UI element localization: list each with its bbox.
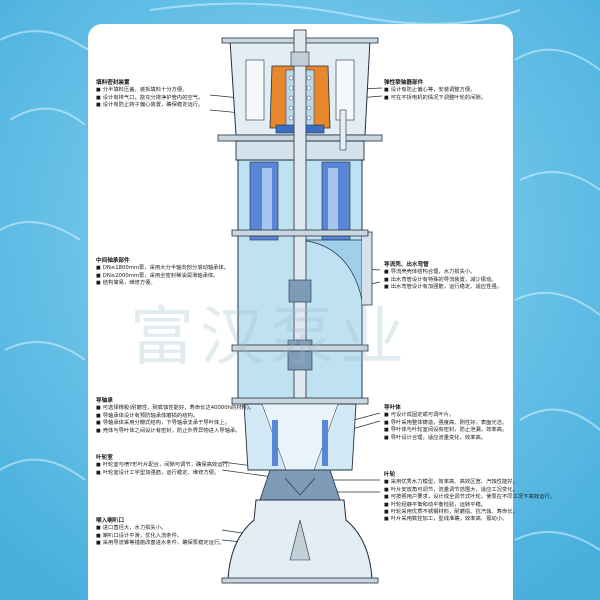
callout-item: 可选择橡胶(耐磨性、耐腐蚀性能好，寿命长达40000h的材料)。 (96, 405, 254, 412)
callout-item: 导轴承体设计有预防轴承体磨损的结构。 (96, 413, 241, 420)
callout-item: 可在不拆电机的情况下调整叶轮的间隙。 (384, 95, 508, 102)
callout-item: 叶轮室与喷Y形叶片配合，间隙可调节，确保高效运行。 (96, 462, 233, 469)
callout-item: 可按照用户要求，设计成全调节式叶轮，使泵在不同工况下高效运行。 (384, 494, 555, 501)
callout-intermediate-bearing: 中间轴承部件 DN≤1800mm泵，采用大分半轴向剖分滚动轴承体。 DN≥200… (96, 258, 241, 288)
callout-item: DN≤1800mm泵，采用大分半轴向剖分滚动轴承体。 (96, 265, 241, 272)
callout-item: 出水弯管设计有加强筋，运行稳定、适应性强。 (384, 284, 508, 291)
callout-title: 喉入喇叭口 (96, 518, 124, 524)
callout-item: 导叶体与叶轮室间设有密封，防止泄漏，效率高。 (384, 427, 508, 434)
callout-item: 导流壳壳体结构合理，水力损失小。 (384, 269, 508, 276)
callout-item: 叶轮采用优质不锈钢材料，耐磨损、抗汽蚀、寿命长。 (384, 509, 518, 516)
callout-title: 导叶体 (384, 405, 401, 411)
callout-title: 叶轮 (384, 472, 396, 478)
callout-item: 导叶设计合理，适应流量变化，效率高。 (384, 435, 508, 442)
callout-item: 分半填料压盖，装拆填料十分方便。 (96, 87, 216, 94)
callout-suction-bell: 喉入喇叭口 进口直径大，水力损失小。 喇叭口设计平滑，优化入流条件。 采用导流锥… (96, 518, 225, 548)
callout-item: 叶片采用数控加工，型线准确，效率高、振动小。 (384, 516, 508, 523)
callout-guide-vane: 导叶体 可设计成固定或可调叶片。 导叶采用整体铸造，强度高、刚性好，表面光洁。 … (384, 405, 508, 442)
callout-title: 中间轴承部件 (96, 258, 130, 264)
callout-item: 进口直径大，水力损失小。 (96, 525, 218, 532)
callout-item: 叶轮经静平衡和动平衡检验，运转平稳。 (384, 502, 508, 509)
callout-title: 导流壳、出水弯管 (384, 262, 429, 268)
callout-item: 壳体与导叶体之间设计有密封，防止外界异物进入导轴承。 (96, 428, 241, 435)
callout-item: 可设计成固定或可调叶片。 (384, 412, 508, 419)
callout-item: 设计有防止偏心等，安装调整方便。 (384, 87, 508, 94)
callout-item: 导轴承体采用分瓣式结构，下导轴承支承于导叶体上。 (96, 420, 241, 427)
callout-elastic-coupling: 弹性联轴器部件 设计有防止偏心等，安装调整方便。 可在不拆电机的情况下调整叶轮的… (384, 80, 508, 102)
callout-impeller-chamber: 叶轮室 叶轮室与喷Y形叶片配合，间隙可调节，确保高效运行。 叶轮室设计工字型加强… (96, 455, 233, 477)
callout-item: 喇叭口设计平滑，优化入流条件。 (96, 533, 218, 540)
callout-discharge-elbow: 导流壳、出水弯管 导流壳壳体结构合理，水力损失小。 出水弯管设计有特殊的导流装置… (384, 262, 508, 292)
callout-item: 叶片安放角可调节，流量调节范围大，适应工况变化。 (384, 487, 518, 494)
callout-impeller: 叶轮 采用优秀水力模型，效率高、高效区宽、汽蚀性能好。 叶片安放角可调节，流量调… (384, 472, 555, 524)
callout-title: 叶轮室 (96, 455, 113, 461)
callout-item: 导叶采用整体铸造，强度高、刚性好，表面光洁。 (384, 420, 508, 427)
callout-guide-bearing: 导轴承 可选择橡胶(耐磨性、耐腐蚀性能好，寿命长达40000h的材料)。 导轴承… (96, 398, 254, 435)
callout-item: 叶轮室设计工字型加强筋，运行稳定、维修方便。 (96, 470, 220, 477)
callout-title: 填料密封装置 (96, 80, 130, 86)
callout-item: 设计有排气口，能充分排净护管内的空气。 (96, 95, 216, 102)
callout-item: DN≥2000mm泵，采用全密封稀油润滑轴承体。 (96, 273, 241, 280)
callout-item: 出水弯管设计有特殊的导流装置，减少振动。 (384, 277, 508, 284)
callout-title: 弹性联轴器部件 (384, 80, 424, 86)
callout-title: 导轴承 (96, 398, 113, 404)
callout-packing-seal: 填料密封装置 分半填料压盖，装拆填料十分方便。 设计有排气口，能充分排净护管内的… (96, 80, 216, 110)
callout-item: 设计有防止转子偏心装置，确保稳定运行。 (96, 102, 216, 109)
callout-item: 采用导流锥等措施改善进水条件，确保泵稳定运行。 (96, 540, 225, 547)
discharge-elbow (299, 239, 363, 301)
callout-item: 结构简易，维修方便。 (96, 280, 241, 287)
impeller (259, 469, 341, 501)
callout-item: 采用优秀水力模型，效率高、高效区宽、汽蚀性能好。 (384, 479, 518, 486)
